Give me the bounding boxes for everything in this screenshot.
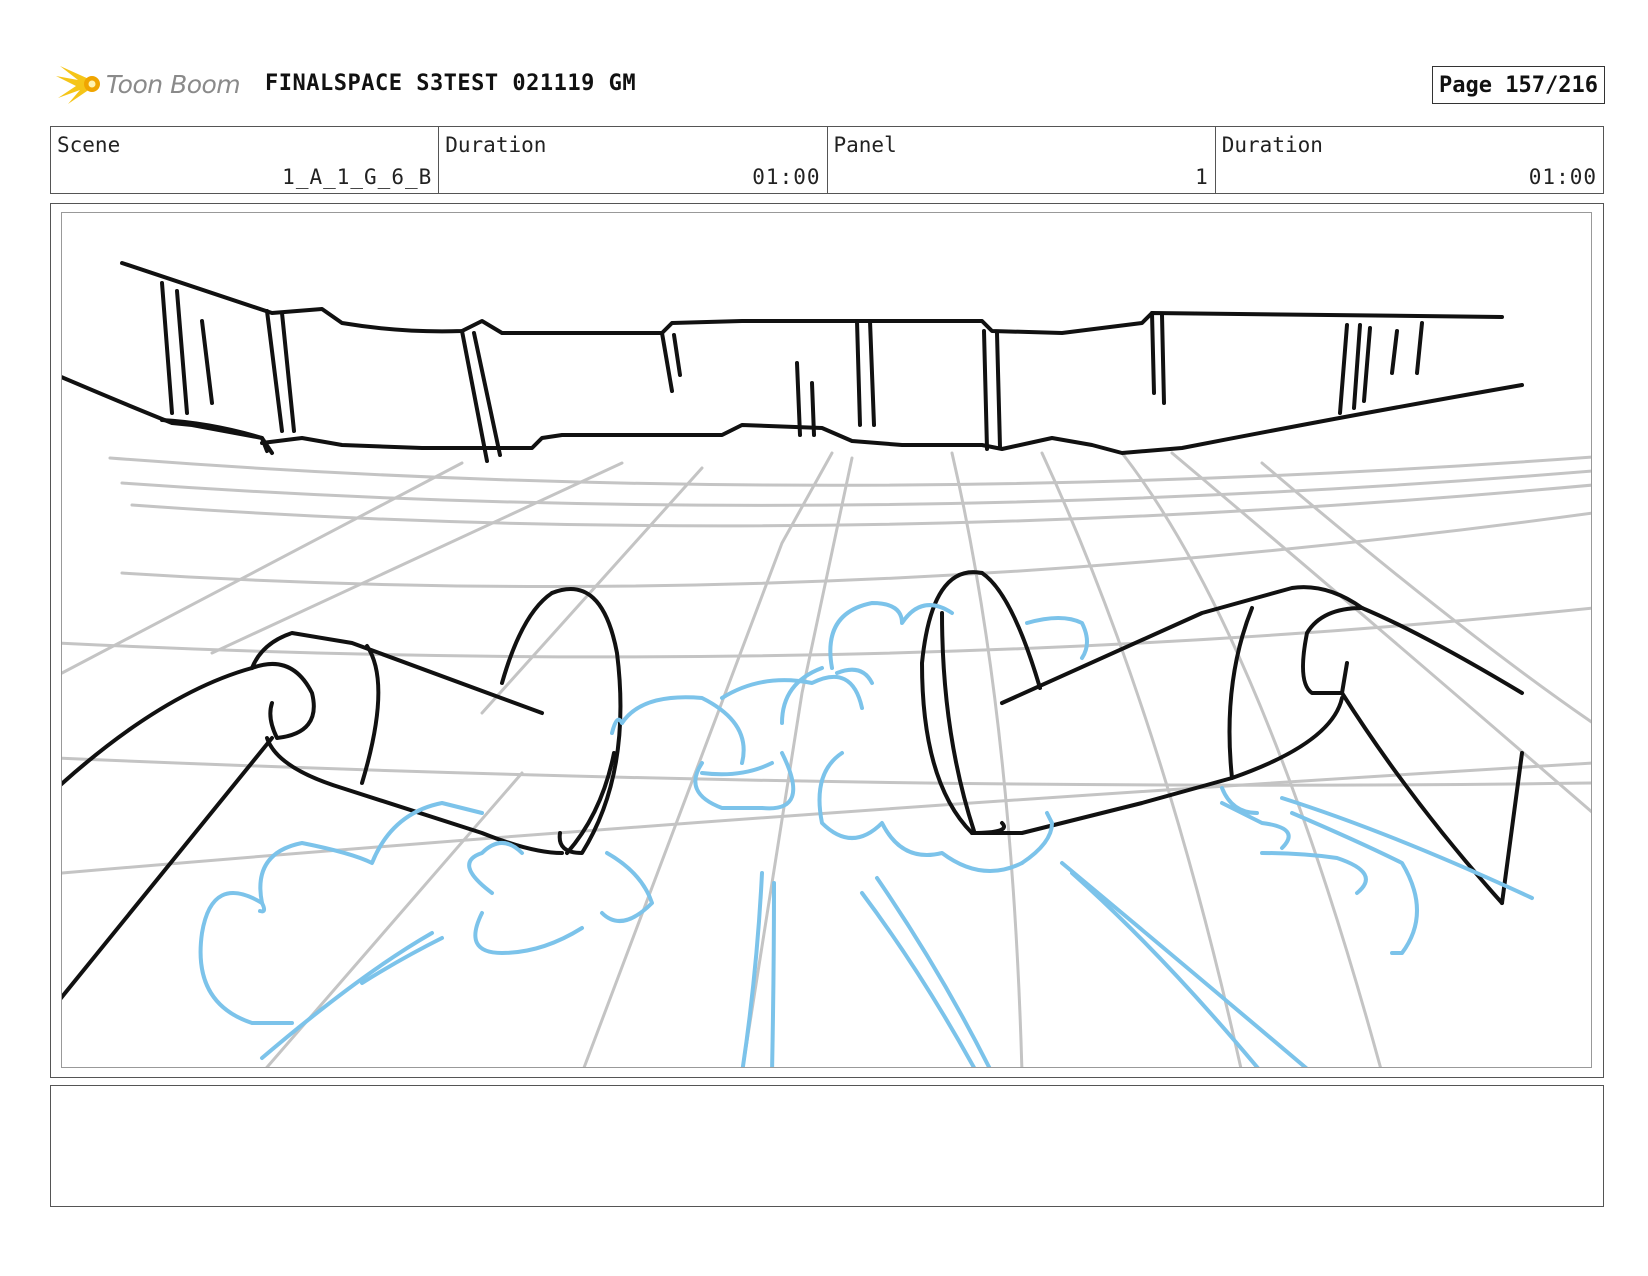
panel-duration-label: Duration xyxy=(1221,133,1323,157)
scene-label: Scene xyxy=(57,133,121,157)
panel-duration-value: 01:00 xyxy=(1528,165,1597,189)
logo-text: Toon Boom xyxy=(106,69,241,99)
wall-ledge xyxy=(62,261,1524,463)
scene-duration-value: 01:00 xyxy=(752,165,821,189)
project-title: FINALSPACE S3TEST 021119 GM xyxy=(265,71,637,96)
panel-label: Panel xyxy=(833,133,897,157)
page-header: Toon Boom FINALSPACE S3TEST 021119 GM Pa… xyxy=(50,56,1606,112)
boots-sketch xyxy=(62,570,1524,1000)
dust-effects xyxy=(198,601,1534,1067)
floor-grid xyxy=(62,451,1591,1067)
panel-value: 1 xyxy=(1195,165,1209,189)
panel-duration-cell: Duration 01:00 xyxy=(1216,127,1603,193)
page-counter: Page 157/216 xyxy=(1432,66,1605,104)
scene-value: 1_A_1_G_6_B xyxy=(282,165,433,189)
storyboard-panel-image xyxy=(61,212,1592,1068)
starburst-icon xyxy=(56,66,100,104)
panel-sketch xyxy=(62,261,1591,1067)
scene-duration-label: Duration xyxy=(445,133,547,157)
panel-notes-box xyxy=(50,1085,1604,1207)
storyboard-panel-frame xyxy=(50,203,1604,1078)
scene-duration-cell: Duration 01:00 xyxy=(439,127,828,193)
scene-cell: Scene 1_A_1_G_6_B xyxy=(51,127,440,193)
panel-cell: Panel 1 xyxy=(828,127,1216,193)
toon-boom-logo: Toon Boom xyxy=(54,62,241,106)
scene-info-table: Scene 1_A_1_G_6_B Duration 01:00 Panel 1… xyxy=(50,126,1604,194)
